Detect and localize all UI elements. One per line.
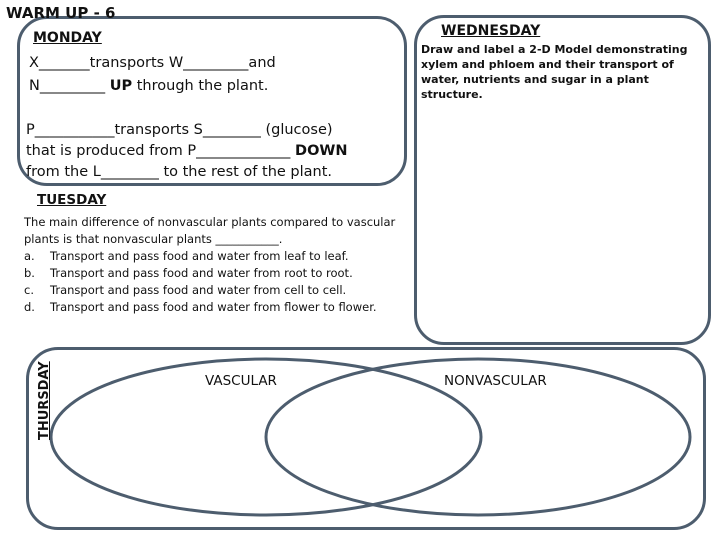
option-letter: b.	[24, 266, 35, 280]
monday-line-4: that is produced from P_____________ DOW…	[26, 141, 348, 161]
monday-line-3: P___________transports S________ (glucos…	[26, 122, 333, 138]
wednesday-line-1: Draw and label a 2-D Model demonstrating	[421, 43, 688, 56]
wednesday-line-2: xylem and phloem and their transport of	[421, 58, 674, 71]
tuesday-question-line-1: The main difference of nonvascular plant…	[24, 215, 396, 229]
vascular-label: VASCULAR	[205, 373, 277, 389]
option-text: Transport and pass food and water from f…	[50, 300, 377, 314]
thursday-box	[26, 347, 706, 530]
tuesday-option-c: c. Transport and pass food and water from…	[24, 282, 409, 299]
page-title: WARM UP - 6	[6, 4, 116, 22]
monday-label: MONDAY	[33, 30, 102, 46]
option-letter: c.	[24, 283, 34, 297]
option-text: Transport and pass food and water from c…	[50, 283, 347, 297]
option-text: Transport and pass food and water from l…	[50, 249, 349, 263]
option-letter: d.	[24, 300, 35, 314]
option-letter: a.	[24, 249, 35, 263]
vascular-circle	[49, 357, 483, 517]
tuesday-label: TUESDAY	[37, 192, 107, 208]
tuesday-question-line-2: plants is that nonvascular plants ______…	[24, 232, 283, 246]
monday-down-keyword: DOWN	[295, 143, 348, 159]
monday-line-2: N_________ UP through the plant.	[29, 76, 268, 96]
tuesday-option-d: d. Transport and pass food and water from…	[24, 299, 409, 316]
wednesday-label: WEDNESDAY	[441, 23, 541, 39]
thursday-label: THURSDAY	[37, 361, 52, 440]
tuesday-option-a: a. Transport and pass food and water from…	[24, 248, 409, 265]
monday-line-2-start: N_________	[29, 78, 110, 94]
monday-box	[17, 16, 407, 186]
monday-line-1: X_______transports W_________and	[29, 55, 276, 71]
wednesday-box	[414, 15, 711, 345]
tuesday-question: The main difference of nonvascular plant…	[24, 214, 409, 316]
wednesday-instructions: Draw and label a 2-D Model demonstrating…	[421, 42, 706, 102]
nonvascular-label: NONVASCULAR	[444, 373, 547, 389]
monday-line-5: from the L________ to the rest of the pl…	[26, 164, 333, 180]
monday-up-keyword: UP	[109, 78, 133, 94]
monday-line-4-start: that is produced from P_____________	[26, 143, 296, 159]
wednesday-line-3: water, nutrients and sugar in a plant st…	[421, 73, 649, 101]
nonvascular-circle	[264, 357, 692, 517]
tuesday-option-b: b. Transport and pass food and water from…	[24, 265, 409, 282]
monday-line-2-end: through the plant.	[132, 78, 269, 94]
option-text: Transport and pass food and water from r…	[50, 266, 353, 280]
